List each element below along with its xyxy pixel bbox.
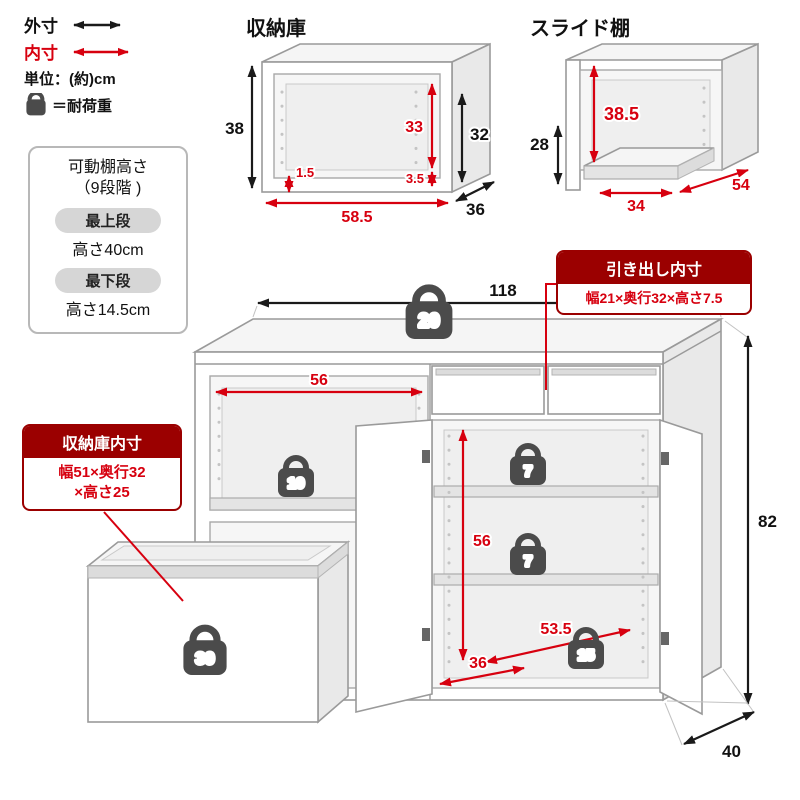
storage-callout-line2: ×高さ25	[74, 484, 130, 502]
storage-inner-width-label: 58.5	[341, 209, 372, 226]
load-capacity-icons: 20 10 30 7 7 15	[183, 288, 604, 675]
outer-dimension-label: 外寸	[24, 17, 58, 36]
floor-width-label: 36	[469, 655, 487, 672]
load-capacity-label: ＝耐荷重	[52, 97, 113, 115]
storage-outer-height-dim: 38	[223, 65, 257, 189]
storage-callout-value: 幅51×奥行32 ×高さ25	[24, 458, 180, 509]
storage-inner-dimensions-callout: 収納庫内寸 幅51×奥行32 ×高さ25	[22, 424, 182, 511]
storage-inner-height-label: 33	[405, 119, 423, 136]
svg-text:7: 7	[524, 463, 532, 480]
storage-side-height-dim: 32	[457, 93, 491, 183]
inner-dimension-legend-row: 内寸	[24, 39, 138, 64]
outer-dimension-legend-row: 外寸	[24, 12, 138, 37]
total-depth-dim: 40	[683, 710, 755, 763]
slide-side-height-dim: 28	[528, 125, 563, 185]
storage-inner-width-dim: 58.5	[265, 198, 449, 228]
slide-width-dim: 34	[599, 188, 673, 217]
storage-inner-height-dim: 33	[403, 83, 437, 169]
slide-clearance-height-dim: 38.5	[589, 65, 641, 163]
weight-icon-bottom: 15	[568, 630, 604, 669]
open-section-width-label: 56	[310, 372, 328, 389]
red-double-arrow-icon	[73, 47, 129, 56]
storage-lip-label: 1.5	[296, 165, 314, 180]
main-dimensions: 118 82 40 56 56 5	[103, 279, 779, 763]
storage-outer-height-label: 38	[225, 119, 244, 138]
slide-side-height-label: 28	[530, 135, 549, 154]
weight-icon-top: 20	[406, 288, 453, 339]
bottom-level-badge: 最下段	[55, 267, 161, 293]
svg-text:30: 30	[196, 649, 215, 668]
weight-icon-drawer: 30	[183, 628, 226, 675]
svg-text:7: 7	[524, 553, 532, 570]
weight-icon-upper-shelf: 7	[510, 446, 546, 485]
cabinet-inner-height-dim: 56	[458, 429, 493, 661]
load-capacity-legend-row: ＝耐荷重	[24, 93, 138, 117]
storage-gap-dim: 3.5	[404, 169, 437, 188]
drawer-callout-title: 引き出し内寸	[558, 252, 750, 284]
storage-side-height-label: 32	[470, 125, 489, 144]
slide-shelf-diagram-title: スライド棚	[530, 18, 630, 40]
slide-clearance-height-label: 38.5	[604, 104, 639, 124]
storage-lip-dim: 1.5	[284, 163, 316, 193]
storage-gap-label: 3.5	[406, 171, 424, 186]
total-height-label: 82	[758, 512, 777, 531]
drawer-callout-value: 幅21×奥行32×高さ7.5	[585, 290, 723, 306]
total-height-dim: 82	[743, 335, 779, 705]
svg-text:10: 10	[288, 475, 305, 492]
total-depth-label: 40	[722, 742, 741, 761]
storage-callout-line1: 幅51×奥行32	[58, 464, 146, 481]
slide-shelf-art: 38.5 28 34 54	[528, 42, 759, 217]
dimension-legend: 外寸 内寸 単位：(約)cm	[24, 12, 138, 117]
main-cabinet-art	[85, 317, 725, 724]
total-width-label: 118	[489, 281, 516, 300]
shelf-panel-title-line1: 可動棚高さ	[67, 159, 148, 176]
storage-callout-title: 収納庫内寸	[24, 426, 180, 458]
svg-text:15: 15	[578, 647, 595, 664]
floor-width-dim: 36	[439, 653, 525, 687]
weight-icon-lower-shelf: 7	[510, 536, 546, 575]
floor-diagonal-dim: 53.5	[485, 619, 631, 665]
black-double-arrow-icon	[73, 20, 121, 29]
slide-width-label: 34	[627, 198, 645, 215]
shelf-panel-title-line2: （9段階 )	[74, 179, 142, 197]
weight-icon-slide-shelf: 10	[278, 458, 314, 497]
open-section-width-dim: 56	[215, 370, 423, 397]
kettlebell-weight-icon	[26, 93, 46, 116]
storage-callout-leader	[103, 511, 184, 602]
storage-depth-label: 36	[466, 200, 485, 219]
unit-note: 単位：(約)cm	[24, 71, 116, 88]
inner-dimension-label: 内寸	[24, 44, 58, 63]
storage-diagram-title: 収納庫	[246, 18, 306, 40]
storage-compartment-art: 38 33 32 1.5 3.5 58.5	[223, 42, 495, 228]
slide-depth-label: 54	[732, 177, 750, 194]
cabinet-inner-height-label: 56	[473, 533, 491, 550]
drawer-inner-dimensions-callout: 引き出し内寸 幅21×奥行32×高さ7.5	[556, 250, 752, 315]
storage-depth-dim: 36	[455, 181, 495, 221]
adjustable-shelf-panel: 可動棚高さ （9段階 ) 最上段 高さ40cm 最下段 高さ14.5cm	[28, 146, 188, 334]
slide-depth-dim: 54	[679, 168, 752, 196]
top-level-badge: 最上段	[55, 207, 161, 233]
bottom-level-value: 高さ14.5cm	[65, 301, 151, 319]
top-level-value: 高さ40cm	[72, 241, 144, 259]
svg-text:20: 20	[418, 311, 439, 332]
floor-diagonal-label: 53.5	[540, 621, 571, 638]
